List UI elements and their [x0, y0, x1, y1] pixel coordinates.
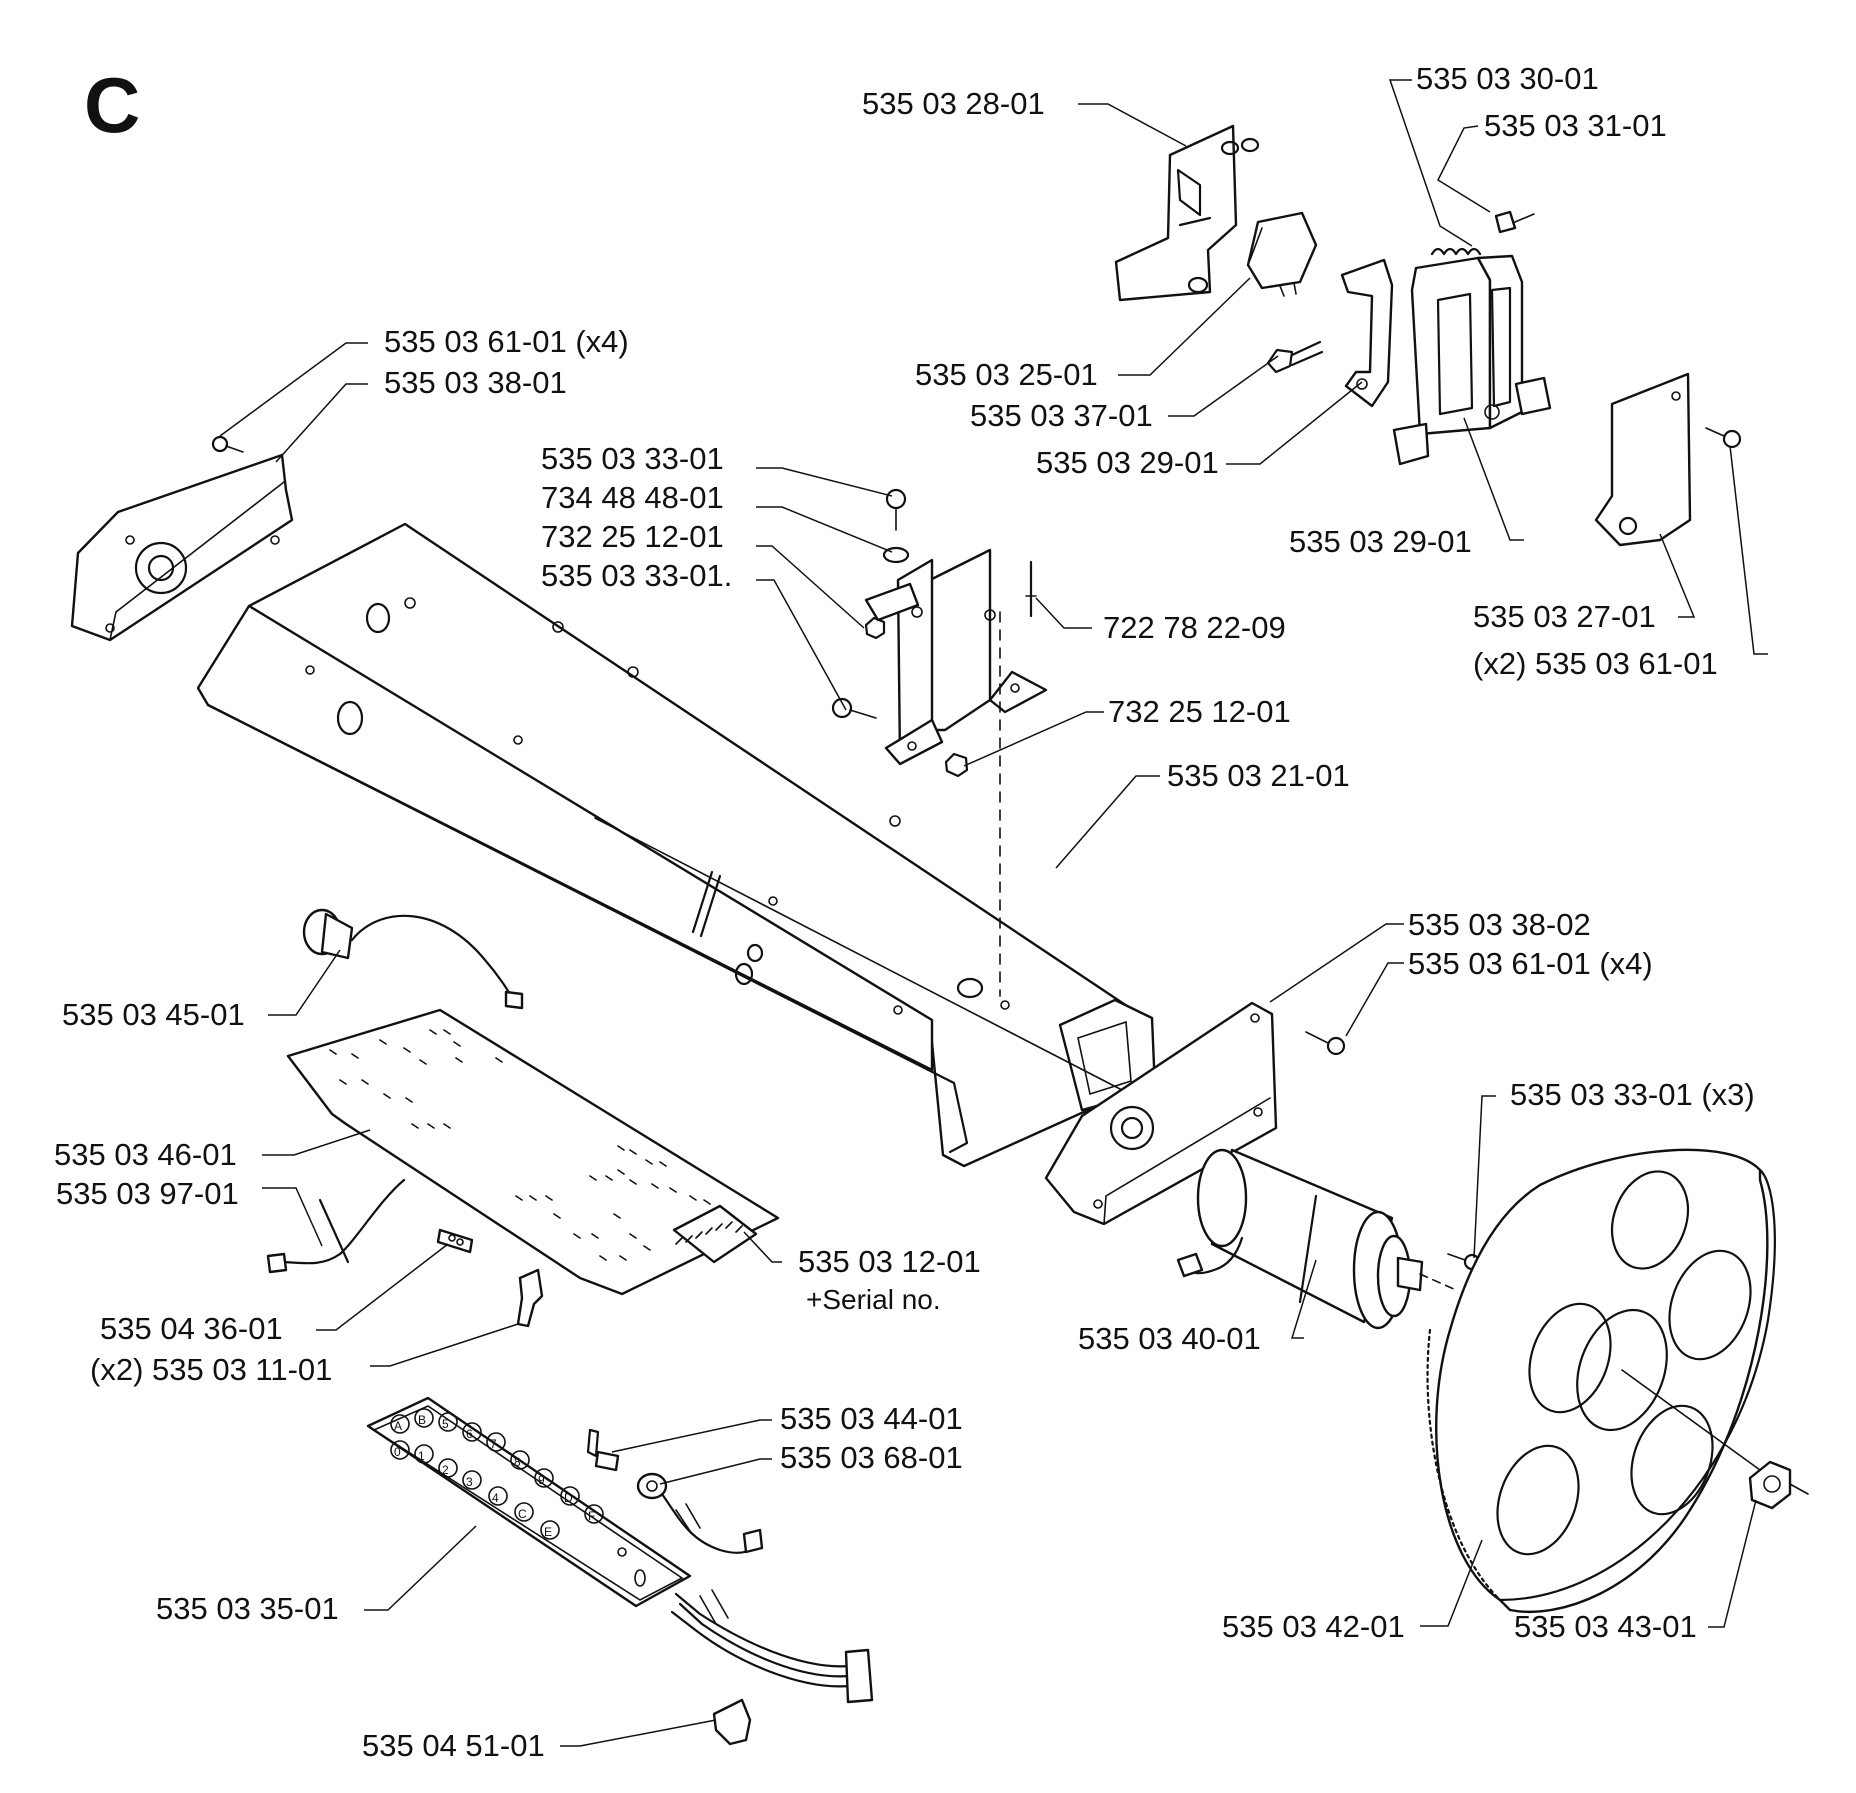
screw-upper — [885, 488, 907, 531]
label-microswitch: 535 03 25-01 — [915, 357, 1098, 392]
spring — [1430, 247, 1482, 256]
label-cover-plate: 535 03 27-01 — [1473, 599, 1656, 634]
label-main-housing: 535 03 21-01 — [1167, 758, 1350, 793]
left-end-plate — [70, 453, 294, 642]
key-label: 0 — [394, 1445, 401, 1459]
nut-lower — [944, 752, 969, 778]
label-left-end-plate: 535 03 38-01 — [384, 365, 567, 400]
key-label: E — [544, 1525, 552, 1539]
key-label: 1 — [418, 1449, 425, 1463]
leader-lines — [219, 79, 1768, 1747]
label-pin: 722 78 22-09 — [1103, 610, 1286, 645]
label-spring: 535 03 30-01 — [1416, 61, 1599, 96]
label-small-nut: 535 03 31-01 — [1484, 108, 1667, 143]
key-label: A — [394, 1419, 402, 1433]
pin — [999, 560, 1037, 997]
motor — [1176, 1148, 1457, 1330]
small-nut-top — [1494, 210, 1535, 234]
led — [586, 1428, 620, 1472]
cover-plate — [1594, 372, 1692, 547]
label-bracket-arm: 535 03 29-01 — [1036, 445, 1219, 480]
cover-plate-screw — [1705, 427, 1742, 449]
bracket-arm — [1340, 258, 1394, 408]
led-grommet — [636, 1472, 764, 1554]
bolt — [1266, 340, 1324, 374]
keypad: A B 5 6 7 8 9 D F 0 1 2 3 4 C E — [366, 1396, 692, 1608]
connector-cable — [266, 1178, 406, 1274]
lamp — [302, 908, 524, 1010]
label-nut-lower: 732 25 12-01 — [1108, 694, 1291, 729]
right-end-plate-screw — [1305, 1031, 1346, 1056]
label-washer: 734 48 48-01 — [541, 480, 724, 515]
label-right-screws: 535 03 61-01 (x4) — [1408, 946, 1653, 981]
label-left-screws: 535 03 61-01 (x4) — [384, 324, 629, 359]
microswitch-bracket — [864, 548, 1048, 766]
label-serial-note: +Serial no. — [806, 1284, 941, 1315]
wheel-nut — [1748, 1460, 1809, 1510]
left-end-plate-screw — [211, 435, 244, 453]
key-label: C — [518, 1507, 527, 1521]
screw-lower — [831, 697, 877, 719]
key-label: 8 — [514, 1455, 521, 1469]
label-motor-screws: 535 03 33-01 (x3) — [1510, 1077, 1755, 1112]
label-fuse-holder: 535 04 36-01 — [100, 1311, 283, 1346]
label-wheel: 535 03 42-01 — [1222, 1609, 1405, 1644]
label-wheel-nut: 535 03 43-01 — [1514, 1609, 1697, 1644]
label-screw-lower: 535 03 33-01. — [541, 558, 732, 593]
label-cover-plate-screws: (x2) 535 03 61-01 — [1473, 646, 1718, 681]
washer — [882, 546, 910, 564]
key-label: 6 — [466, 1427, 473, 1441]
microswitch — [1246, 211, 1318, 297]
key-label: D — [564, 1491, 573, 1505]
keypad-keys: A B 5 6 7 8 9 D F 0 1 2 3 4 C E — [390, 1408, 646, 1587]
keypad-ribbon-cable — [670, 1589, 874, 1704]
label-circuit-board: 535 03 46-01 — [54, 1137, 237, 1172]
key-label: 9 — [538, 1473, 545, 1487]
key-label: B — [418, 1413, 426, 1427]
key-label: F — [588, 1509, 595, 1523]
wheel — [1426, 1148, 1776, 1614]
right-end-plate — [1044, 1001, 1278, 1226]
label-led-grommet: 535 03 68-01 — [780, 1440, 963, 1475]
key-label: 2 — [442, 1463, 449, 1477]
label-switch-plate: 535 03 28-01 — [862, 86, 1045, 121]
label-clips: (x2) 535 03 11-01 — [90, 1352, 332, 1387]
nut-upper — [864, 616, 886, 640]
bracket-housing — [1392, 254, 1552, 466]
label-led: 535 03 44-01 — [780, 1401, 963, 1436]
label-lamp: 535 03 45-01 — [62, 997, 245, 1032]
label-right-end-plate: 535 03 38-02 — [1408, 907, 1591, 942]
clip — [516, 1268, 544, 1328]
part-labels: 535 03 28-01 535 03 30-01 535 03 31-01 5… — [54, 61, 1755, 1763]
label-connector-cable: 535 03 97-01 — [56, 1176, 239, 1211]
label-nut-upper: 732 25 12-01 — [541, 519, 724, 554]
key-label: 7 — [490, 1437, 497, 1451]
label-eprom-chip: 535 03 12-01 — [798, 1244, 981, 1279]
circuit-board — [286, 1008, 780, 1296]
key-label: 3 — [466, 1475, 473, 1489]
key-label: 5 — [442, 1417, 449, 1431]
label-motor: 535 03 40-01 — [1078, 1321, 1261, 1356]
eprom-chip — [672, 1204, 758, 1264]
label-cable-clip: 535 04 51-01 — [362, 1728, 545, 1763]
cable-clip — [712, 1698, 752, 1746]
fuse-holder — [436, 1228, 474, 1254]
label-bolt: 535 03 37-01 — [970, 398, 1153, 433]
switch-plate — [1114, 124, 1260, 302]
key-label: 4 — [492, 1491, 499, 1505]
label-screw-upper: 535 03 33-01 — [541, 441, 724, 476]
section-letter: C — [84, 61, 140, 149]
label-bracket-housing: 535 03 29-01 — [1289, 524, 1472, 559]
label-keypad: 535 03 35-01 — [156, 1591, 339, 1626]
